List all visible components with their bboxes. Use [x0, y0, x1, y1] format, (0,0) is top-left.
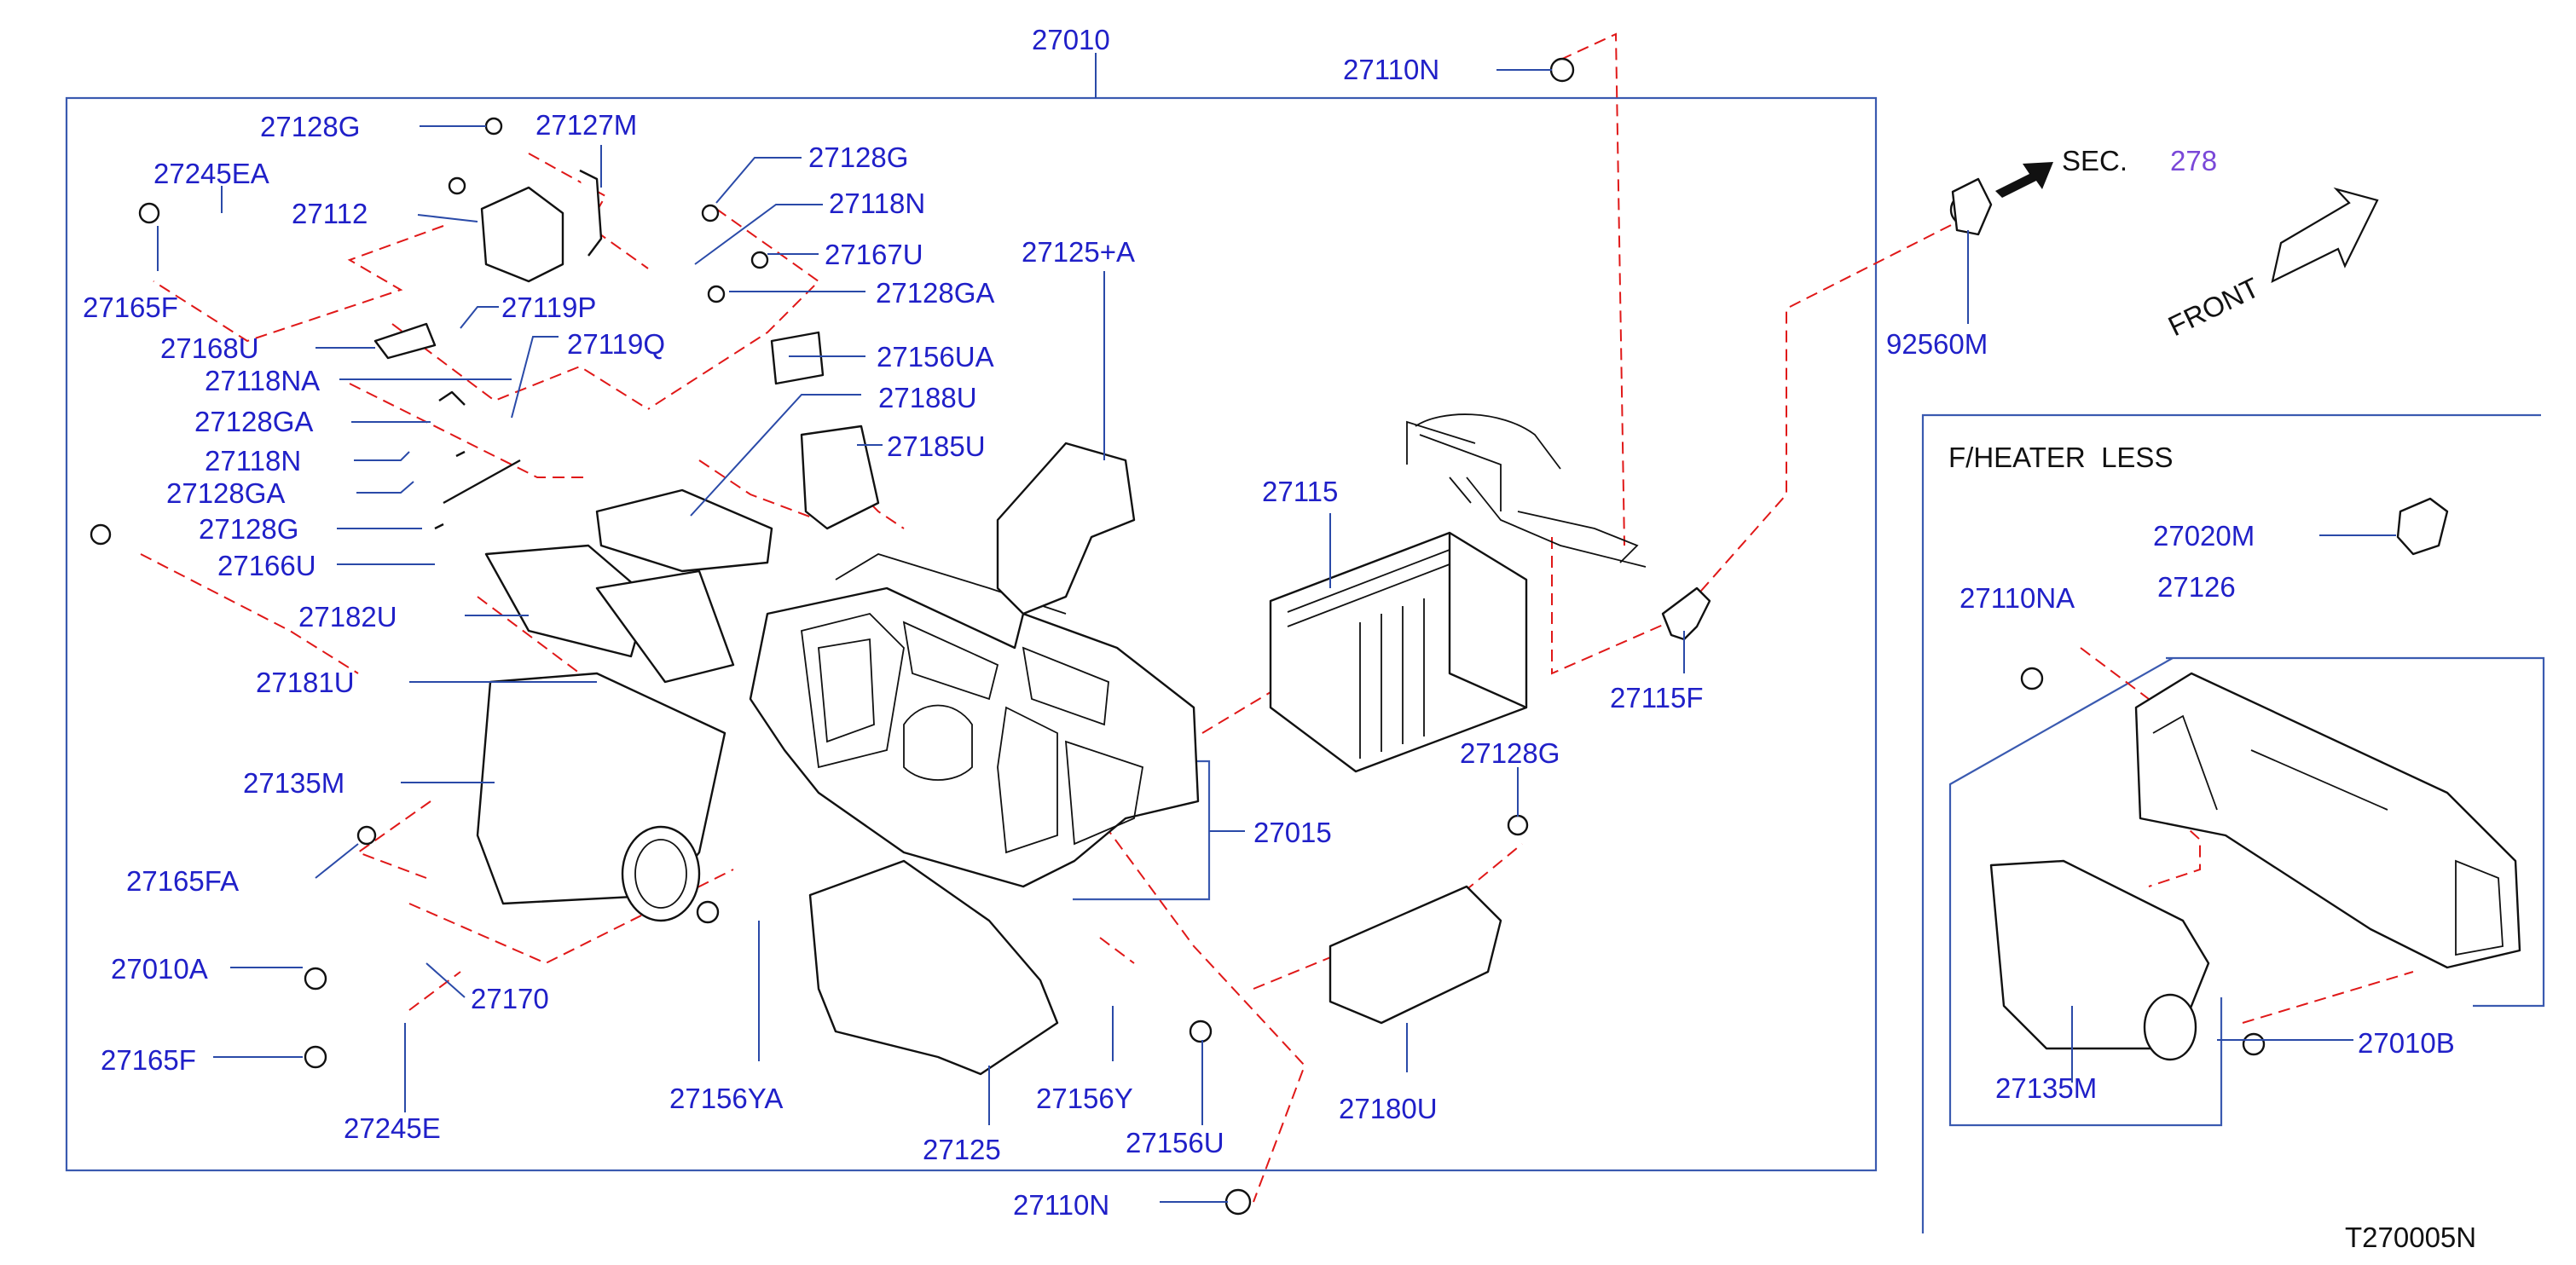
label-27128G-a: 27128G — [260, 111, 360, 142]
plate-27112 — [480, 186, 564, 283]
label-27115F: 27115F — [1610, 682, 1703, 713]
heater-case — [749, 553, 1200, 888]
filter-housing-27180U — [1329, 885, 1502, 1025]
label-27166U: 27166U — [217, 550, 316, 581]
inset-duct-27126 — [2134, 672, 2521, 969]
label-inset-27135M: 27135M — [1995, 1072, 2097, 1104]
label-27156U: 27156U — [1126, 1127, 1224, 1158]
label-inset-27110NA: 27110NA — [1959, 582, 2075, 614]
label-27135M: 27135M — [243, 767, 344, 799]
label-27165FA: 27165FA — [126, 865, 239, 897]
label-27170: 27170 — [471, 983, 549, 1014]
blower-intake — [476, 672, 726, 922]
label-27182U: 27182U — [298, 601, 397, 632]
label-27245EA: 27245EA — [153, 158, 269, 189]
inset-frame — [1921, 413, 2541, 1233]
label-27112: 27112 — [292, 198, 368, 229]
label-92560M: 92560M — [1886, 328, 1988, 360]
fasteners — [90, 57, 2266, 1216]
label-27165F-b: 27165F — [101, 1044, 196, 1076]
section-ref-number: 278 — [2170, 145, 2217, 176]
inset-blower-intake — [1989, 859, 2210, 1061]
label-27156YA: 27156YA — [669, 1083, 783, 1114]
door-27181U — [595, 569, 735, 684]
label-27128GA-a: 27128GA — [876, 277, 994, 309]
label-27010: 27010 — [1032, 24, 1110, 55]
label-27118N-b: 27118N — [205, 445, 301, 477]
inset-title: F/HEATER LESS — [1948, 442, 2173, 473]
label-27119Q: 27119Q — [567, 328, 665, 360]
label-27188U: 27188U — [878, 382, 977, 413]
inset-27135M-bracket — [1948, 657, 2223, 1127]
label-27110N-top: 27110N — [1343, 54, 1439, 85]
label-27245E: 27245E — [344, 1112, 441, 1144]
label-inset-27126: 27126 — [2157, 571, 2236, 603]
label-inset-27010B: 27010B — [2358, 1027, 2455, 1059]
label-27156Y: 27156Y — [1036, 1083, 1133, 1114]
grommet-92560M — [1951, 177, 1993, 236]
inset-27126-bracket — [2166, 656, 2545, 1008]
label-27156UA: 27156UA — [877, 341, 994, 373]
inset-plug-27020M — [2396, 497, 2449, 556]
diagram-id: T270005N — [2345, 1222, 2476, 1253]
label-27185U: 27185U — [887, 430, 986, 462]
section-ref-prefix: SEC. — [2062, 145, 2127, 176]
label-27180U: 27180U — [1339, 1093, 1438, 1124]
label-27118NA: 27118NA — [205, 365, 320, 396]
label-27110N-bottom: 27110N — [1013, 1189, 1109, 1221]
label-27115: 27115 — [1262, 476, 1338, 507]
front-label: FRONT — [2163, 271, 2264, 342]
heater-core — [1269, 413, 1647, 773]
clamp-27115F — [1661, 586, 1711, 641]
label-27165F-a: 27165F — [83, 292, 178, 323]
label-27118N-a: 27118N — [829, 188, 925, 219]
duct-27125 — [808, 859, 1059, 1076]
label-27181U: 27181U — [256, 667, 355, 698]
main-assembly-frame — [65, 96, 1878, 1172]
duct-27125A — [996, 442, 1136, 615]
section-arrow-icon — [1995, 162, 2053, 198]
label-27127M: 27127M — [535, 109, 637, 141]
label-27128G-b: 27128G — [808, 142, 908, 173]
label-27128GA-c: 27128GA — [166, 477, 285, 509]
leader-lines — [157, 69, 2396, 1203]
label-27168U: 27168U — [160, 332, 259, 364]
label-27128GA-b: 27128GA — [194, 406, 313, 437]
cover-27188U — [595, 488, 773, 573]
front-arrow-icon — [2271, 187, 2379, 284]
label-27015: 27015 — [1253, 817, 1332, 848]
label-27128G-c: 27128G — [199, 513, 298, 545]
label-27128G-d: 27128G — [1460, 737, 1560, 769]
label-27167U: 27167U — [825, 239, 923, 270]
filter-27185U — [800, 425, 880, 530]
label-27125A: 27125+A — [1022, 236, 1135, 268]
label-27119P: 27119P — [501, 292, 596, 323]
label-inset-27020M: 27020M — [2153, 520, 2255, 552]
label-27125: 27125 — [923, 1134, 1001, 1165]
label-27010A: 27010A — [111, 953, 208, 985]
